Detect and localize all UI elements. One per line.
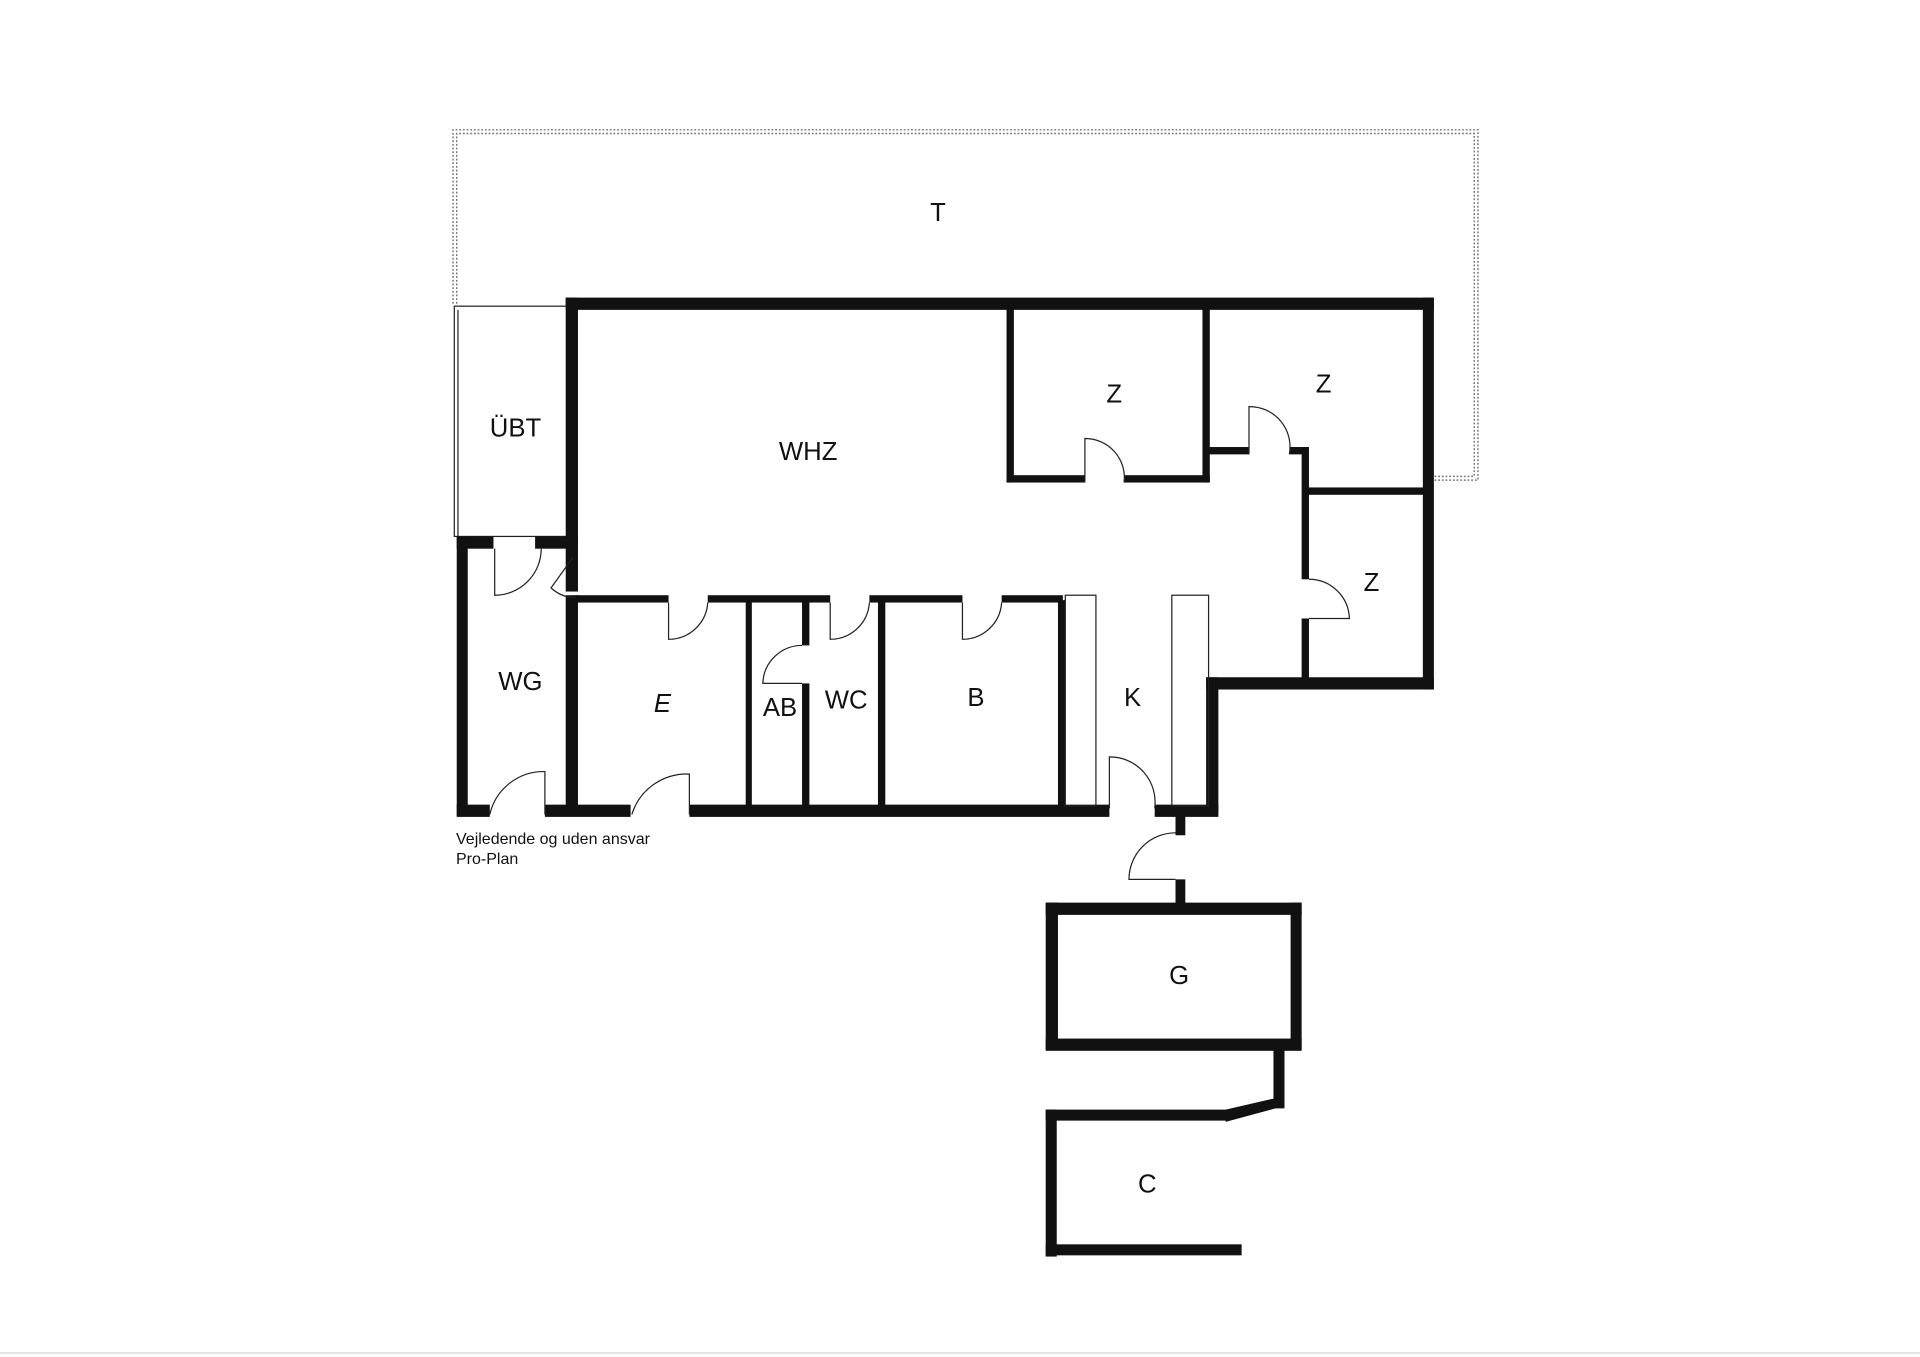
room-label-carport: C bbox=[1138, 1170, 1157, 1198]
room-label-room-2: Z bbox=[1316, 371, 1332, 399]
room-label-covered-terrace: ÜBT bbox=[490, 415, 542, 443]
room-label-living-room: WHZ bbox=[779, 438, 838, 466]
room-label-terrace: T bbox=[930, 199, 946, 227]
room-label-room-3: Z bbox=[1364, 569, 1380, 597]
kitchen-counters bbox=[1064, 594, 1210, 807]
room-label-room-1: Z bbox=[1106, 380, 1122, 408]
room-label-garage: G bbox=[1169, 962, 1189, 990]
room-label-bathroom: B bbox=[967, 684, 984, 712]
room-labels: T ÜBT WHZ Z Z Z WG E AB WC B K G C bbox=[490, 199, 1379, 1198]
page-bottom-line bbox=[0, 1352, 1920, 1354]
disclaimer-legend: Vejledende og uden ansvar Pro-Plan bbox=[456, 830, 650, 870]
interior-walls bbox=[565, 308, 1428, 810]
publisher-text: Pro-Plan bbox=[456, 851, 519, 868]
exterior-walls bbox=[456, 297, 1434, 817]
garage-walls bbox=[1045, 902, 1302, 1051]
room-label-storage: AB bbox=[763, 694, 797, 722]
doors bbox=[489, 405, 1351, 880]
room-label-e-room: E bbox=[654, 690, 672, 718]
carport-walls bbox=[1045, 1047, 1285, 1257]
garage-connector bbox=[1175, 813, 1186, 907]
disclaimer-text: Vejledende og uden ansvar bbox=[456, 831, 650, 848]
room-label-kitchen: K bbox=[1124, 684, 1141, 712]
room-label-toilet: WC bbox=[825, 687, 868, 715]
terrace-outline bbox=[452, 129, 1479, 481]
room-label-entrance: WG bbox=[498, 668, 542, 696]
